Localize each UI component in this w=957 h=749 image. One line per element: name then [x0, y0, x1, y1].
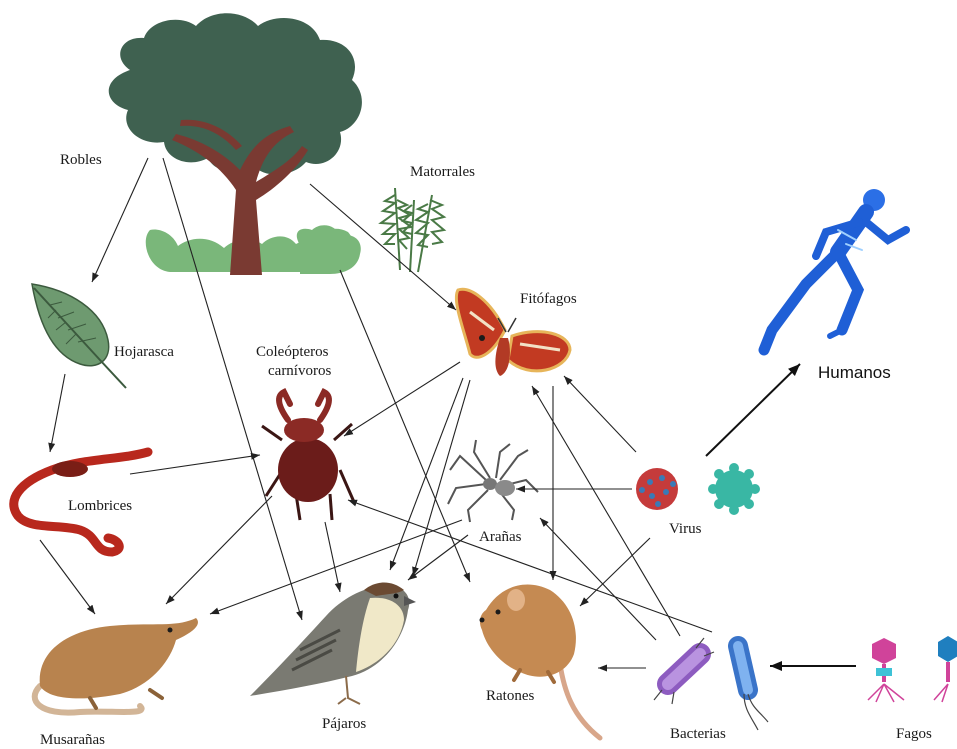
arrow-fitofagos-aranas: [413, 380, 470, 576]
sparrow-icon: [250, 583, 416, 705]
arrow-fitofagos-coleopteros: [344, 362, 460, 436]
arrow-coleopteros-pajaros: [325, 522, 340, 592]
label-lombrices: Lombrices: [68, 498, 132, 514]
arrow-lombrices-coleopteros: [130, 455, 260, 474]
label-matorrales: Matorrales: [410, 164, 475, 180]
label-fagos: Fagos: [896, 726, 932, 742]
label-coleopteros-line2: carnívoros: [268, 363, 331, 379]
mouse-icon: [480, 584, 601, 738]
arrow-robles-hojarasca: [92, 158, 148, 282]
oak-tree-icon: [109, 13, 362, 275]
phage-icon: [868, 636, 957, 702]
arrow-robles-pajaros: [163, 158, 302, 620]
arrow-virus-ratones: [580, 538, 650, 606]
arrow-aranas-pajaros: [408, 535, 468, 580]
label-aranas: Arañas: [479, 529, 522, 545]
label-bacterias: Bacterias: [670, 726, 726, 742]
arrow-aranas-musaranas: [210, 520, 462, 614]
leaf-icon: [32, 284, 126, 388]
label-virus: Virus: [669, 521, 702, 537]
spider-icon: [448, 440, 538, 522]
arrow-virus-humanos: [706, 364, 800, 456]
label-humanos: Humanos: [818, 363, 891, 382]
label-ratones: Ratones: [486, 688, 534, 704]
beetle-icon: [262, 392, 354, 520]
arrow-fitofagos-pajaros: [390, 378, 463, 570]
label-coleopteros-line1: Coleópteros: [256, 344, 329, 360]
virus-icon: [636, 463, 760, 515]
arrow-lombrices-musaranas: [40, 540, 95, 614]
label-fitofagos: Fitófagos: [520, 291, 577, 307]
arrow-virus-fitofagos: [564, 376, 636, 452]
arrow-coleopteros-musaranas: [166, 496, 272, 604]
label-pajaros: Pájaros: [322, 716, 366, 732]
bacteria-icon: [654, 638, 768, 730]
arrow-hojarasca-lombrices: [50, 374, 65, 452]
human-runner-icon: [764, 189, 906, 350]
label-robles: Robles: [60, 152, 102, 168]
label-musaranas: Musarañas: [40, 732, 105, 748]
label-hojarasca: Hojarasca: [114, 344, 174, 360]
shrew-icon: [35, 618, 198, 713]
shrub-icon: [381, 188, 444, 272]
